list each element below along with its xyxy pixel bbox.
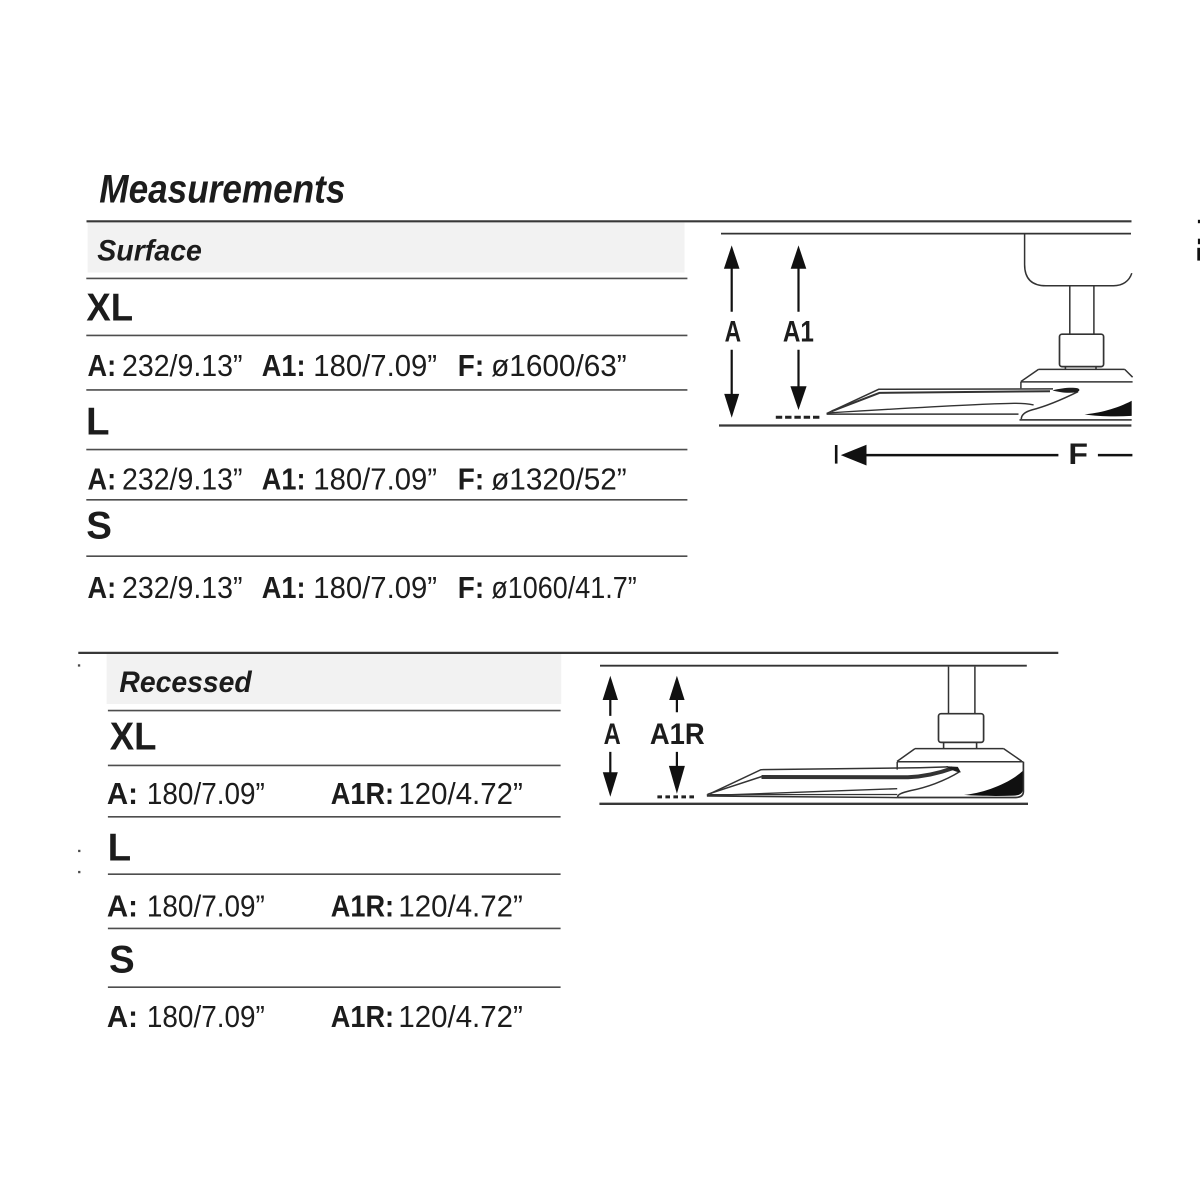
svg-text:Recessed: Recessed: [119, 666, 252, 699]
svg-text:XL: XL: [86, 286, 133, 329]
svg-text:A1R:: A1R:: [331, 778, 394, 812]
svg-text:A1R:: A1R:: [331, 890, 394, 924]
svg-text:A1R: A1R: [650, 718, 705, 751]
svg-text:A: A: [604, 717, 621, 750]
svg-text:S: S: [86, 505, 112, 548]
svg-text:S: S: [109, 938, 135, 981]
svg-text:F: F: [1068, 437, 1088, 471]
svg-text:ø1320/52”: ø1320/52”: [491, 462, 627, 497]
svg-text:180/7.09”: 180/7.09”: [147, 889, 265, 924]
svg-text:A:: A:: [107, 778, 138, 812]
svg-text:232/9.13”: 232/9.13”: [122, 571, 242, 605]
svg-text:232/9.13”: 232/9.13”: [122, 349, 242, 383]
svg-text:120/4.72”: 120/4.72”: [398, 1000, 522, 1034]
svg-text:A1: A1: [783, 314, 814, 348]
svg-text:L: L: [86, 401, 110, 444]
svg-text:A1:: A1:: [262, 349, 306, 383]
svg-text:ø1600/63”: ø1600/63”: [491, 348, 627, 383]
svg-text:A:: A:: [107, 1000, 138, 1034]
svg-text:180/7.09”: 180/7.09”: [313, 571, 437, 605]
svg-text:180/7.09”: 180/7.09”: [147, 777, 265, 812]
svg-text:Surface: Surface: [97, 235, 202, 268]
svg-text:A:: A:: [88, 349, 117, 383]
svg-text:XL: XL: [110, 714, 157, 757]
svg-text:F:: F:: [458, 349, 484, 384]
svg-text:180/7.09”: 180/7.09”: [147, 999, 265, 1034]
svg-text:A:: A:: [107, 890, 138, 924]
svg-text:ø1060/41.7”: ø1060/41.7”: [491, 571, 636, 605]
svg-text:232/9.13”: 232/9.13”: [122, 462, 242, 496]
svg-text:120/4.72”: 120/4.72”: [398, 778, 522, 812]
svg-text:120/4.72”: 120/4.72”: [398, 890, 522, 924]
svg-text:180/7.09”: 180/7.09”: [313, 463, 437, 497]
svg-text:A: A: [725, 314, 741, 348]
svg-text:L: L: [108, 827, 132, 870]
svg-text:180/7.09”: 180/7.09”: [313, 349, 437, 383]
svg-text:A1:: A1:: [262, 463, 306, 497]
svg-text:A1:: A1:: [262, 571, 306, 605]
svg-text:A1R:: A1R:: [331, 1000, 394, 1034]
svg-text:A:: A:: [88, 463, 117, 497]
svg-text:Measurements: Measurements: [99, 166, 345, 210]
svg-text:F:: F:: [458, 462, 484, 497]
svg-text:F:: F:: [458, 571, 484, 606]
svg-text:A:: A:: [88, 571, 117, 605]
